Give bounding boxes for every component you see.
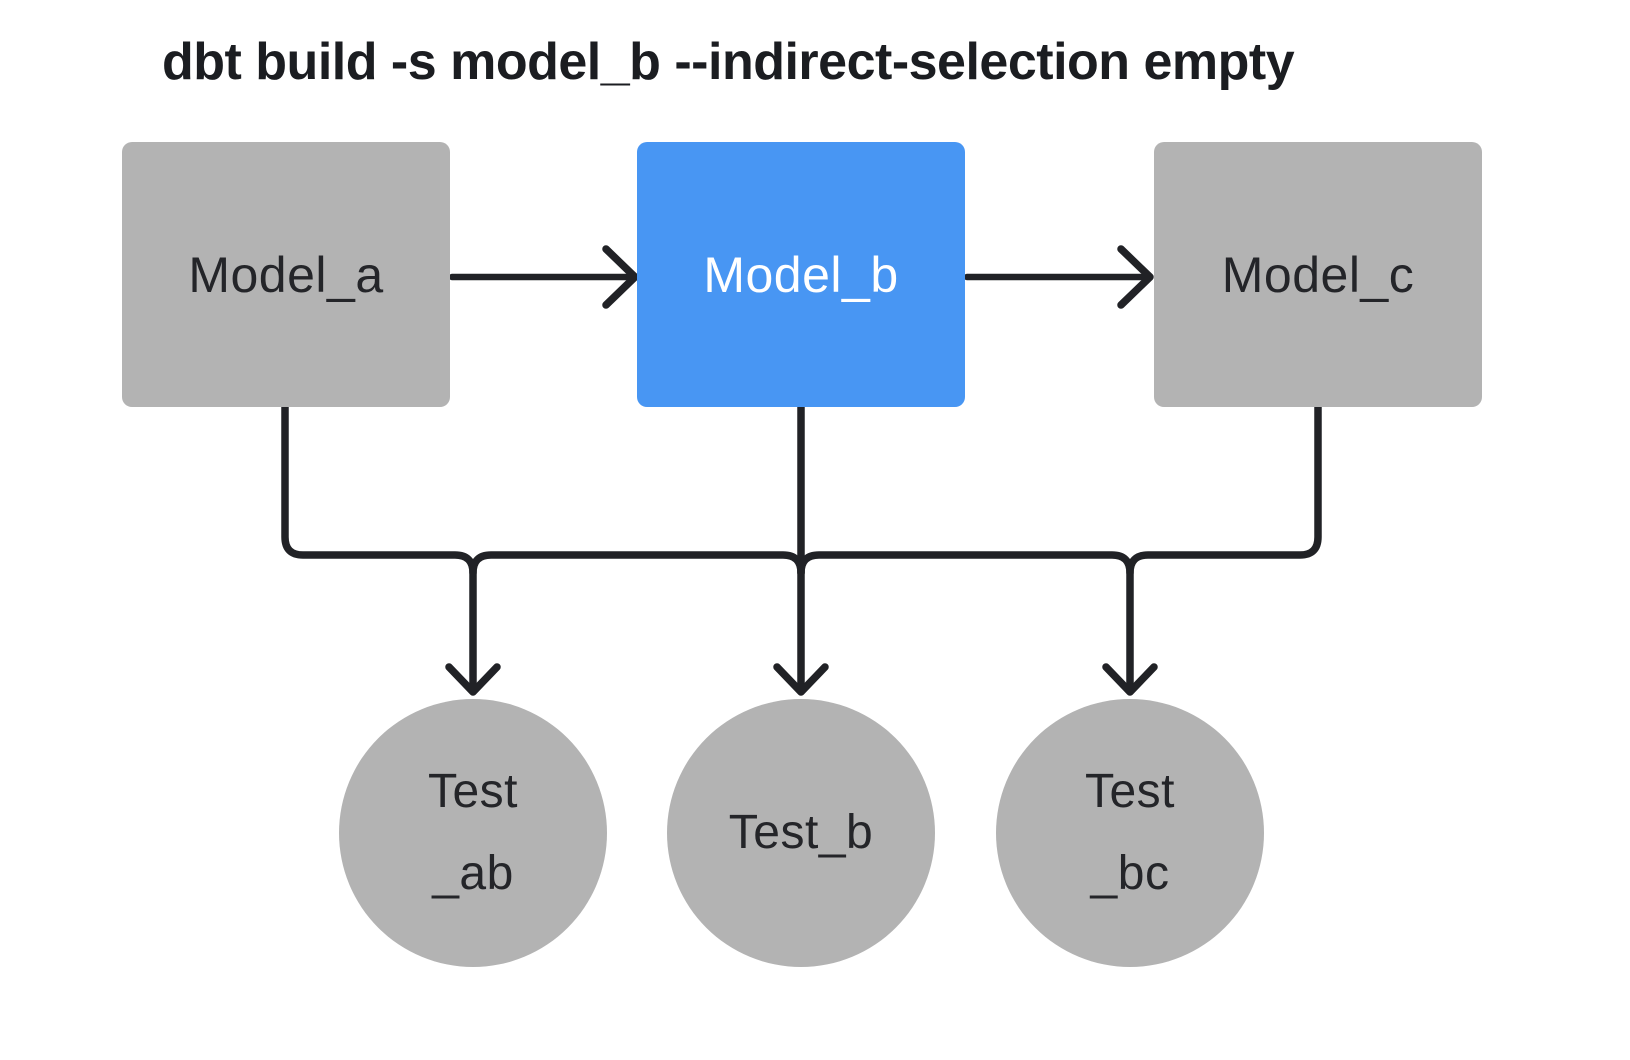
diagram-title: dbt build -s model_b --indirect-selectio… [162,33,1295,91]
arrowhead-test_bc-icon [1102,663,1158,696]
node-model-b-label: Model_b [703,246,899,303]
node-test-b-label-line: Test_b [728,806,874,860]
node-test-b: Test_b [667,699,935,967]
arrowhead-model_a-model_b-icon [602,245,639,309]
arrowhead-test_ab-icon [445,663,501,696]
node-model-b: Model_b [637,142,965,407]
arrowhead-model_b-model_c-icon [1117,245,1154,309]
node-test-ab-label-line: _ab [432,847,514,900]
edge-model_b-test_bc [797,551,1134,577]
node-model-a: Model_a [122,142,450,407]
edge-model_a-test_ab [281,403,477,695]
node-model-c-label: Model_c [1221,246,1415,303]
arrowhead-test_b-icon [773,663,829,696]
node-test-ab: Test _ab [339,699,607,967]
edge-model_c-test_bc [1126,403,1322,695]
node-test-bc-label-line: _bc [1090,847,1170,900]
node-test-bc-label-line: Test [1084,765,1176,819]
node-model-a-label: Model_a [188,246,384,303]
node-test-bc: Test _bc [996,699,1264,967]
edge-model_b-test_ab [469,551,805,577]
node-model-c: Model_c [1154,142,1482,407]
node-test-ab-label-line: Test [427,765,519,819]
